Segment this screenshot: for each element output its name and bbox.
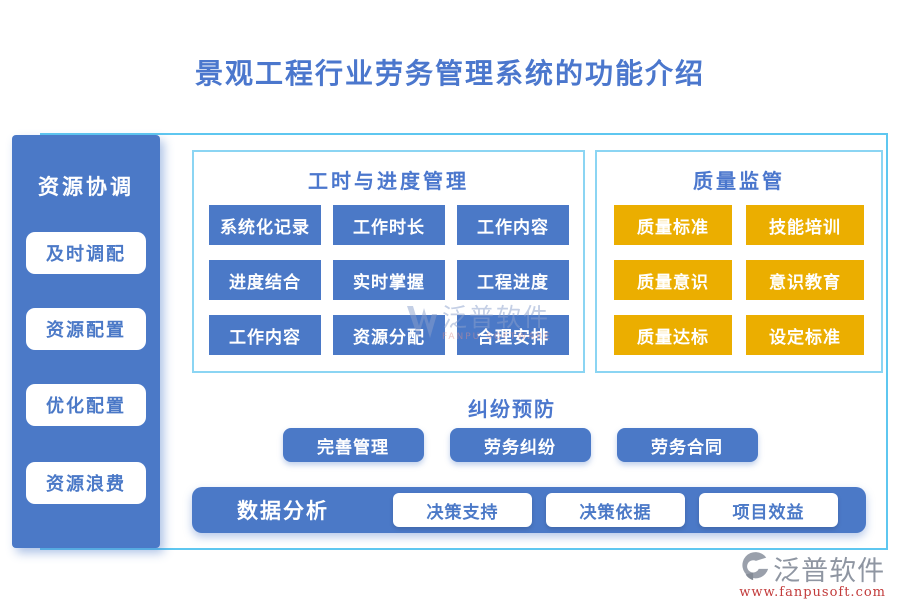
fanpu-logo-name: 泛普软件 [773,556,886,587]
data-analysis-bar: 数据分析 决策支持 决策依据 项目效益 [192,487,866,533]
quality-btn-set-standard[interactable]: 设定标准 [746,315,864,355]
data-btn-decision-basis[interactable]: 决策依据 [546,493,685,527]
workhours-btn-resource-distribution[interactable]: 资源分配 [333,315,445,355]
dispute-btn-improve-management[interactable]: 完善管理 [282,428,424,462]
dispute-btn-labor-contract[interactable]: 劳务合同 [616,428,758,462]
data-analysis-label: 数据分析 [237,498,329,523]
sidebar-item-timely-allocation[interactable]: 及时调配 [26,232,146,274]
quality-btn-quality-compliance[interactable]: 质量达标 [614,315,732,355]
fanpu-footer-logo: 泛普软件 www.fanpusoft.com [739,549,886,600]
workhours-button-grid: 系统化记录 工作时长 工作内容 进度结合 实时掌握 工程进度 工作内容 资源分配… [209,205,569,355]
dispute-prevention-row: 完善管理 劳务纠纷 劳务合同 [170,428,870,462]
quality-btn-quality-awareness[interactable]: 质量意识 [614,260,732,300]
panel-workhours-progress: 工时与进度管理 系统化记录 工作时长 工作内容 进度结合 实时掌握 工程进度 工… [192,150,585,373]
data-btn-project-benefit[interactable]: 项目效益 [699,493,838,527]
page-title: 景观工程行业劳务管理系统的功能介绍 [194,57,705,90]
workhours-btn-realtime-grasp[interactable]: 实时掌握 [333,260,445,300]
sidebar-resource-coordination: 资源协调 及时调配 资源配置 优化配置 资源浪费 [12,135,160,548]
sidebar-title: 资源协调 [38,174,134,199]
dispute-btn-labor-dispute[interactable]: 劳务纠纷 [449,428,591,462]
panel-workhours-progress-title: 工时与进度管理 [308,169,469,193]
workhours-btn-work-content[interactable]: 工作内容 [457,205,569,245]
fanpu-logo-icon [740,551,770,586]
workhours-btn-progress-combine[interactable]: 进度结合 [209,260,321,300]
fanpu-logo-url[interactable]: www.fanpusoft.com [739,585,886,600]
panel-quality-supervision-title: 质量监管 [693,169,785,193]
workhours-btn-work-content-2[interactable]: 工作内容 [209,315,321,355]
workhours-btn-reasonable-arrangement[interactable]: 合理安排 [457,315,569,355]
sidebar-item-optimize-allocation[interactable]: 优化配置 [26,384,146,426]
workhours-btn-work-duration[interactable]: 工作时长 [333,205,445,245]
sidebar-item-resource-allocation[interactable]: 资源配置 [26,308,146,350]
dispute-prevention-title: 纠纷预防 [468,397,556,421]
data-btn-decision-support[interactable]: 决策支持 [393,493,532,527]
workhours-btn-systematic-record[interactable]: 系统化记录 [209,205,321,245]
quality-button-grid: 质量标准 技能培训 质量意识 意识教育 质量达标 设定标准 [614,205,864,355]
quality-btn-awareness-education[interactable]: 意识教育 [746,260,864,300]
workhours-btn-project-progress[interactable]: 工程进度 [457,260,569,300]
quality-btn-quality-standard[interactable]: 质量标准 [614,205,732,245]
quality-btn-skill-training[interactable]: 技能培训 [746,205,864,245]
sidebar-item-resource-waste[interactable]: 资源浪费 [26,462,146,504]
panel-quality-supervision: 质量监管 质量标准 技能培训 质量意识 意识教育 质量达标 设定标准 [595,150,883,373]
